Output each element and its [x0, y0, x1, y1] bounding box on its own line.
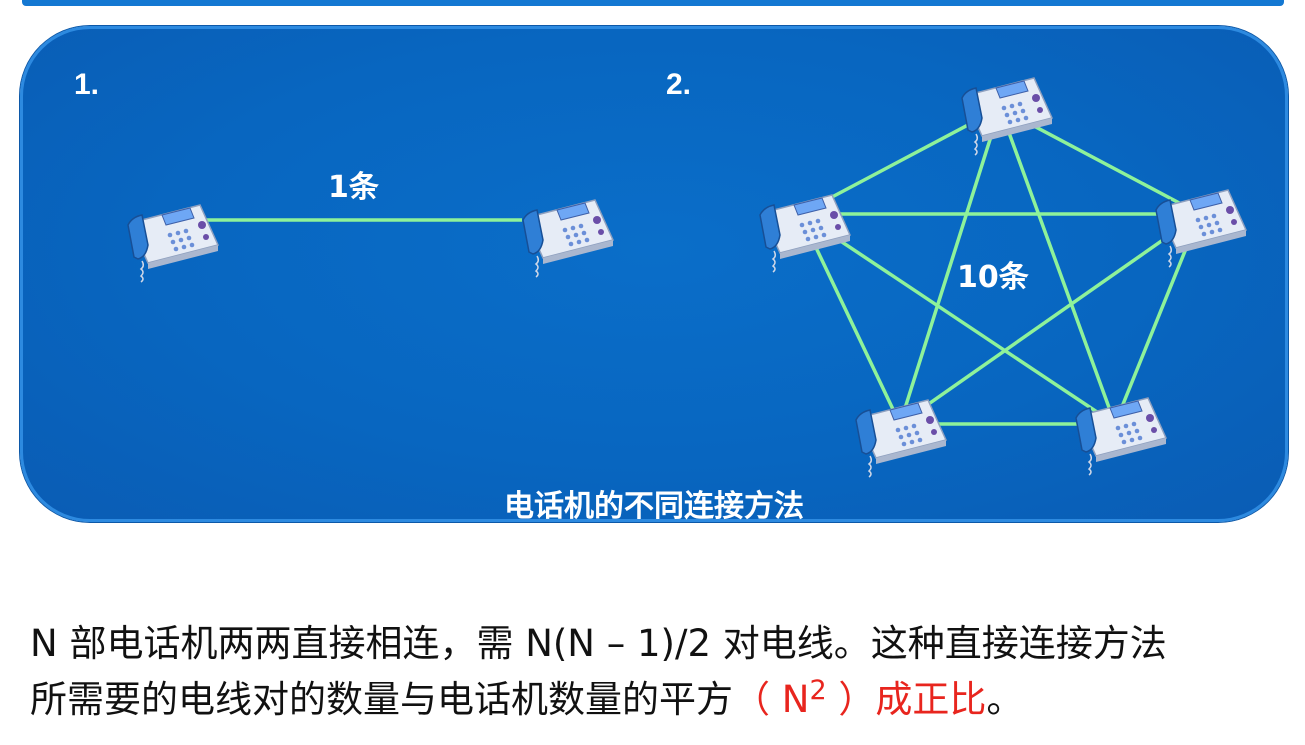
explanation-line-2-main: 所需要的电线对的数量与电话机数量的平方: [30, 678, 733, 721]
n-squared-open: （ N: [733, 678, 810, 721]
telephone-icon: [1075, 397, 1167, 476]
telephone-icon: [759, 194, 851, 273]
connection-diagram: [127, 77, 1247, 478]
telephone-icon: [1155, 189, 1247, 268]
top-accent-bar: [22, 0, 1284, 6]
telephone-icon: [855, 399, 947, 478]
n-squared-close: ）成正比: [826, 678, 987, 721]
explanation-period: 。: [986, 678, 1024, 721]
diagram-1-count: 1条: [328, 170, 379, 205]
diagram-1-label: 1.: [74, 68, 100, 101]
link-line: [799, 212, 1116, 426]
diagram-2-label: 2.: [666, 68, 692, 101]
explanation-line-1: N 部电话机两两直接相连，需 N(N – 1)/2 对电线。这种直接连接方法: [30, 622, 1167, 665]
n-squared-exponent: 2: [809, 675, 827, 706]
diagram-panel: 1. 2. 1条 10条 电话机的不同连接方法: [20, 26, 1288, 522]
diagram-2-count: 10条: [957, 260, 1029, 295]
telephone-icon: [127, 204, 219, 283]
explanation-line-2: 所需要的电线对的数量与电话机数量的平方（ N2 ）成正比。: [30, 672, 1280, 728]
telephone-icon: [522, 199, 614, 278]
diagram-caption: 电话机的不同连接方法: [504, 489, 804, 522]
link-line: [998, 107, 1117, 425]
explanation-text: N 部电话机两两直接相连，需 N(N – 1)/2 对电线。这种直接连接方法 所…: [30, 616, 1280, 728]
link-line: [898, 212, 1202, 426]
telephone-icon: [961, 77, 1053, 156]
link-line: [898, 107, 1002, 425]
